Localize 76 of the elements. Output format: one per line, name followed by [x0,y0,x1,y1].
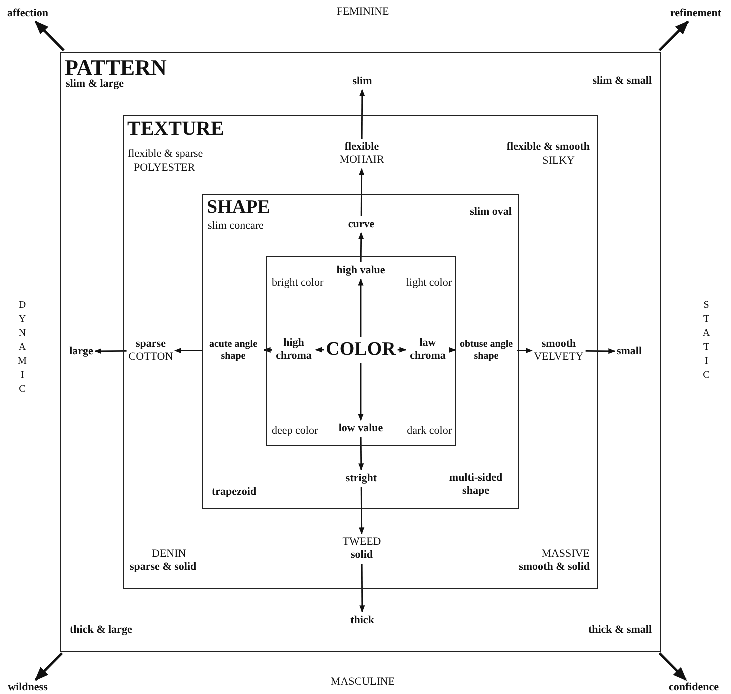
attribute-label: DENIN [152,548,186,561]
example-label: MOHAIR [340,154,384,167]
attribute-label: multi-sided shape [448,472,504,498]
category-frame [202,194,519,509]
arrow [315,347,324,353]
category-frame [122,114,598,588]
attribute-label: acute angle shape [208,338,259,362]
arrow [518,348,533,354]
attribute-label: thick & small [588,624,652,637]
box-heading: PATTERN [65,55,167,80]
arrow [34,20,65,52]
axis-label: FEMININE [336,6,390,19]
corner-label: affection [8,8,48,20]
corner-label: wildness [8,682,48,694]
attribute-label: trapezoid [212,486,257,499]
arrow [658,652,688,682]
attribute-label: solid [350,549,374,562]
arrow [34,652,64,682]
arrow [358,232,364,262]
arrow [360,89,366,139]
arrow [658,20,690,52]
arrow [360,564,366,613]
example-label: VELVETY [534,351,584,364]
corner-label: refinement [670,8,722,20]
attribute-label: POLYESTER [134,162,196,175]
attribute-label: law chroma [409,337,447,363]
attribute-label: flexible & sparse [128,148,204,161]
attribute-label: SILKY [542,155,575,168]
attribute-label: slim oval [470,206,512,219]
arrow [358,438,364,471]
attribute-label: light color [406,277,452,290]
axis-label: STATIC [700,300,713,384]
axis-label: DYNAMIC [16,300,29,398]
category-frame [60,52,661,652]
attribute-label: high value [336,264,386,278]
arrow [264,347,272,353]
center-heading: COLOR [326,339,396,361]
attribute-label: slim & small [592,75,652,88]
attribute-label: MASSIVE [542,548,590,561]
attribute-label: low value [338,422,384,436]
attribute-label: flexible & smooth [506,141,590,154]
attribute-label: bright color [272,277,324,290]
attribute-label: smooth & solid [519,561,590,574]
category-frame [266,256,456,446]
axis-label: MASCULINE [330,676,396,689]
attribute-label: small [616,345,642,358]
arrow [449,347,456,353]
attribute-label: smooth [540,338,578,351]
attribute-label: flexible [344,141,380,154]
box-heading: SHAPE [207,197,270,219]
attribute-label: slim & large [66,78,124,91]
box-heading: TEXTURE [128,118,224,140]
arrow [358,363,364,422]
attribute-label: obtuse angle shape [458,338,514,362]
arrow [94,348,127,354]
arrow [358,278,364,337]
arrow [398,347,407,353]
attribute-label: sparse [135,338,167,351]
attribute-label: dark color [407,425,452,438]
arrow [359,487,365,535]
attribute-label: thick & large [70,624,132,637]
attribute-label: slim concare [208,220,264,233]
arrow [586,348,616,354]
attribute-label: sparse & solid [130,561,197,574]
arrow [359,168,365,216]
attribute-label: thick [350,614,374,627]
arrow [174,348,202,354]
attribute-label: curve [348,218,375,231]
attribute-label: high chroma [275,337,313,363]
corner-label: confidence [668,682,720,694]
attribute-label: stright [346,472,378,485]
example-label: COTTON [128,351,174,364]
attribute-label: slim [352,75,372,88]
example-label: TWEED [342,536,382,549]
attribute-label: deep color [272,425,318,438]
attribute-label: large [70,345,94,358]
